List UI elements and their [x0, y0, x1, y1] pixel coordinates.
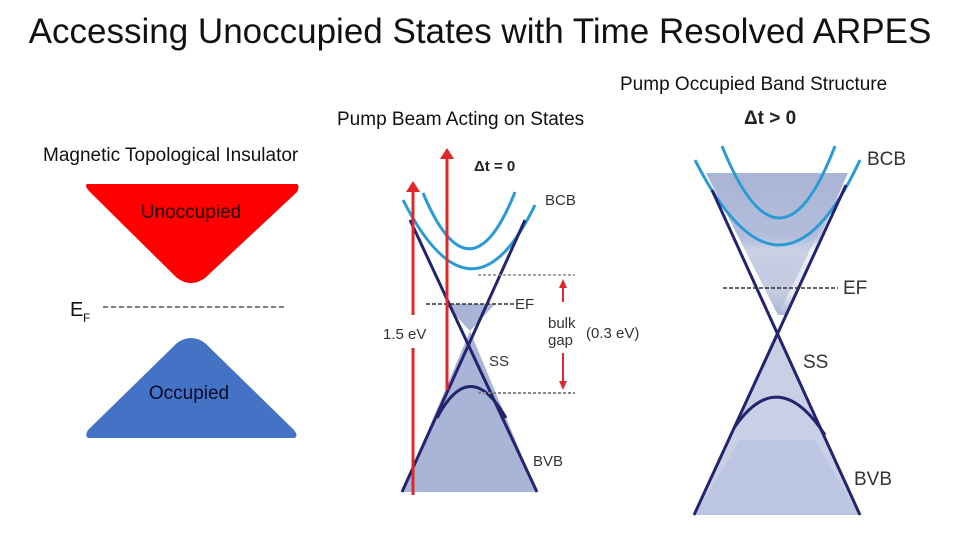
bcb-label-right: BCB: [867, 149, 906, 170]
pump-energy-label: 1.5 eV: [383, 326, 426, 343]
gap-value-label: (0.3 eV): [586, 325, 639, 342]
slide-title: Accessing Unoccupied States with Time Re…: [28, 12, 932, 51]
right-diagram: Δt > 0 BCB EF SS BVB: [692, 108, 906, 516]
caption-right: Pump Occupied Band Structure: [620, 74, 888, 95]
occupied-label: Occupied: [149, 383, 229, 404]
ef-label-middle: EF: [515, 296, 534, 313]
fermi-label: E: [70, 299, 83, 321]
fermi-subscript: F: [83, 311, 90, 325]
pump-arrow-head-2: [440, 148, 454, 159]
bcb-label-middle: BCB: [545, 192, 576, 209]
unoccupied-band: [86, 184, 299, 283]
occupied-fill-lower: [402, 331, 537, 492]
bcb-upper-right: [720, 145, 837, 220]
bvb-curve: [435, 385, 508, 419]
delay-label-middle: Δt = 0: [474, 158, 515, 175]
bvb-curve-right: [732, 395, 827, 436]
caption-left: Magnetic Topological Insulator: [43, 145, 299, 166]
ss-label-right: SS: [803, 352, 828, 373]
bvb-label-right: BVB: [854, 469, 892, 490]
middle-diagram: Δt = 0 BCB EF SS BVB 1.5 eV bulk gap (0.…: [383, 148, 639, 495]
occupied-band: [86, 338, 297, 438]
unoccupied-label: Unoccupied: [141, 202, 241, 223]
gap-label: gap: [548, 332, 573, 349]
caption-middle: Pump Beam Acting on States: [337, 109, 585, 130]
left-diagram: Unoccupied E F Occupied: [70, 184, 299, 438]
delay-label-right: Δt > 0: [744, 108, 796, 129]
ss-label-middle: SS: [489, 353, 509, 370]
pump-arrow-head-1: [406, 181, 420, 192]
bvb-label-middle: BVB: [533, 453, 563, 470]
bcb-lower: [401, 199, 537, 271]
ef-label-right: EF: [843, 278, 867, 299]
bcb-upper: [421, 191, 517, 251]
bulk-label: bulk: [548, 315, 576, 332]
